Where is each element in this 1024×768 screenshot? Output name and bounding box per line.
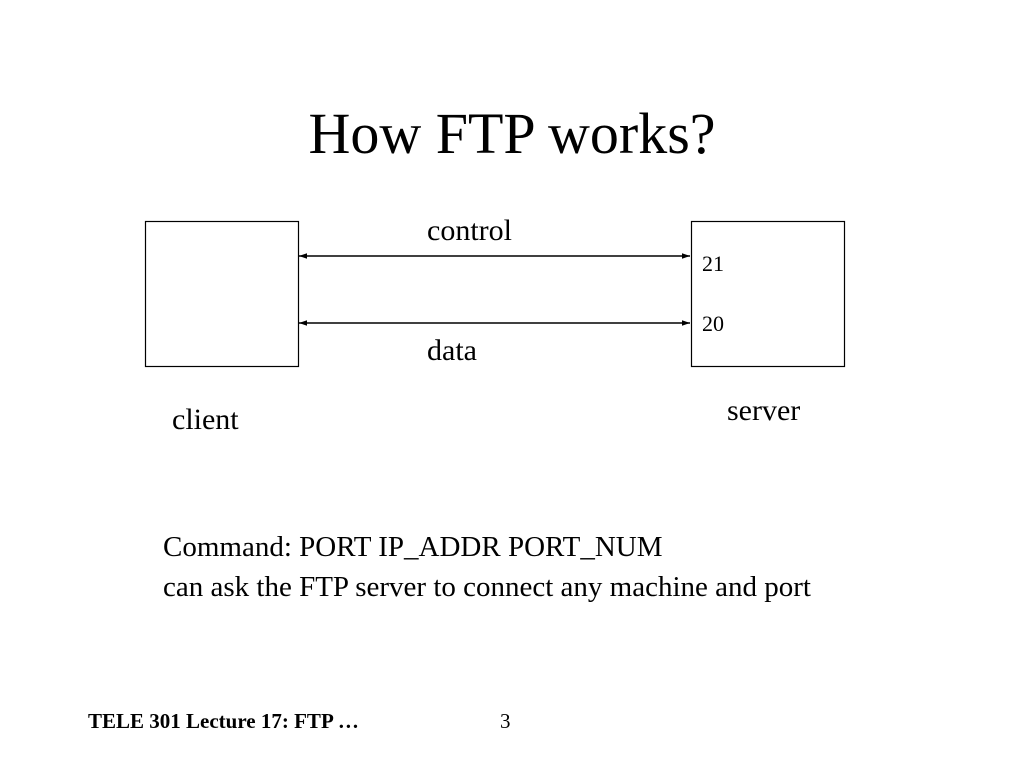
control-label: control [427,214,512,247]
command-note: Command: PORT IP_ADDR PORT_NUM [163,531,663,563]
data-port-label: 20 [702,311,724,336]
data-label: data [427,334,477,367]
page-number: 3 [500,709,511,733]
command-explanation: can ask the FTP server to connect any ma… [163,571,811,603]
server-label: server [727,394,801,427]
slide-title: How FTP works? [308,101,716,166]
server-box [690,220,846,368]
client-label: client [172,403,239,436]
client-box [144,220,300,368]
control-port-label: 21 [702,251,724,276]
footer-course-title: TELE 301 Lecture 17: FTP … [88,709,359,733]
